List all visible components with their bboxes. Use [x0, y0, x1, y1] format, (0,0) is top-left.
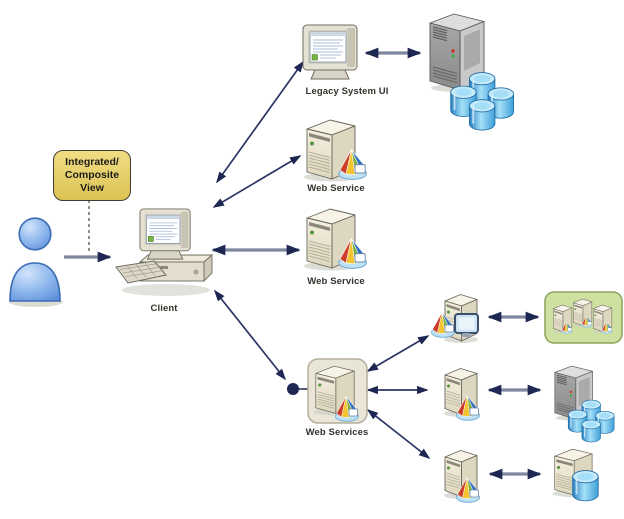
mini-monitor-icon	[454, 313, 479, 337]
branch-server-3	[443, 450, 480, 503]
mainframe-2-icon	[554, 365, 615, 443]
connector-arrows	[64, 47, 542, 480]
label-web-service-1: Web Service	[307, 183, 365, 194]
web-service-1-server	[303, 119, 367, 182]
user-icon	[9, 217, 63, 307]
branch-server-2	[443, 368, 480, 421]
arrow-ws3-branch-1	[366, 335, 430, 372]
callout-line: View	[80, 182, 104, 195]
database-cylinder-icon	[571, 469, 600, 502]
label-legacy-system-ui: Legacy System UI	[305, 86, 389, 97]
callout-integrated-composite-view: Integrated/ Composite View	[53, 150, 131, 201]
label-web-service-2: Web Service	[307, 276, 365, 287]
desktop-computer-icon	[115, 208, 214, 296]
callout-line: Composite	[64, 168, 120, 181]
web-service-2-server	[303, 208, 367, 271]
arrow-client-web-services-3	[214, 289, 286, 381]
web-services-3-box	[307, 358, 368, 424]
arrow-client-web-service-1	[212, 155, 302, 208]
server-farm-icon	[544, 291, 623, 344]
arrow-client-legacy	[216, 60, 304, 184]
ws3-connector-dot	[287, 383, 299, 395]
arrow-ws3-branch-3	[366, 409, 431, 459]
branch-server-1	[431, 294, 479, 344]
crt-monitor-icon	[302, 24, 358, 80]
label-web-services-3: Web Services	[305, 427, 369, 438]
callout-line: Integrated/	[65, 155, 119, 168]
label-client: Client	[150, 303, 178, 314]
database-server-icon	[551, 448, 600, 502]
